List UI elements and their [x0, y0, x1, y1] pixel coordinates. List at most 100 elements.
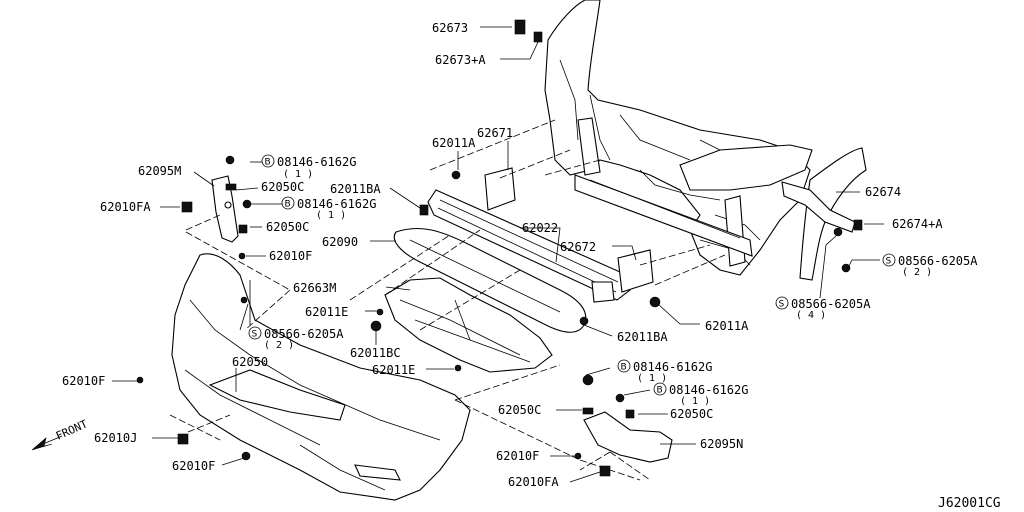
bolt-quantity: ( 1 ): [680, 396, 710, 407]
undercover-62663m: [384, 277, 553, 373]
clip-62673: [514, 19, 526, 35]
screw-quantity: ( 2 ): [264, 340, 294, 351]
screw-quantity: ( 2 ): [902, 267, 932, 278]
screw-callout-left: S 08566-6205A ( 2 ): [248, 326, 344, 351]
clip-62010fa-left: [181, 201, 193, 213]
callout-62674: 62674: [865, 185, 901, 199]
clip-62010f-left: [136, 376, 144, 384]
callout-62011bc: 62011BC: [350, 346, 401, 360]
bolt-badge-icon: [281, 196, 295, 210]
bolt-callout-mid-left: B 08146-6162G ( 1 ): [281, 196, 376, 221]
callout-62022: 62022: [522, 221, 558, 235]
callout-62050: 62050: [232, 355, 268, 369]
screw-badge-icon: [882, 253, 896, 267]
callout-62050c-top: 62050C: [261, 180, 304, 194]
bolt-part-number: 08146-6162G: [669, 383, 748, 397]
callout-62011ba-bot: 62011BA: [617, 330, 668, 344]
bolt-08146-bot2: [615, 393, 625, 403]
clip-62674a: [853, 219, 863, 231]
callout-62090: 62090: [322, 235, 358, 249]
radiator-core-support: [574, 117, 753, 267]
screw-08566-left: [240, 296, 248, 304]
bolt-62011e-bot: [454, 364, 462, 372]
bolt-quantity: ( 1 ): [283, 169, 313, 180]
screw-badge-letter: S: [779, 300, 785, 310]
screw-08566-right-bot: [833, 227, 843, 237]
bracket-right-62095n: [583, 411, 673, 463]
bolt-badge-icon: [653, 382, 667, 396]
screw-part-number: 08566-6205A: [898, 254, 978, 268]
bolt-badge-letter: B: [621, 363, 627, 373]
clip-62011ba-bot: [579, 316, 589, 326]
diagram-code: J62001CG: [938, 496, 1001, 511]
callout-62011ba-top: 62011BA: [330, 182, 381, 196]
front-arrow-icon: [31, 437, 53, 451]
screw-part-number: 08566-6205A: [791, 297, 871, 311]
callout-62011e-bot: 62011E: [372, 363, 415, 377]
bolt-quantity: ( 1 ): [637, 373, 667, 384]
bolt-callout-top-left: B 08146-6162G ( 1 ): [261, 154, 356, 180]
front-bumper-fascia: [171, 253, 471, 501]
bolt-badge-letter: B: [285, 200, 291, 210]
front-body-frame: [544, 0, 867, 281]
bumper-reinforcement-62022: [427, 167, 654, 303]
bolt-08146-mid: [242, 199, 252, 209]
callout-62050c-bot: 62050C: [498, 403, 541, 417]
clip-62673a: [533, 31, 543, 43]
screw-quantity: ( 4 ): [796, 310, 826, 321]
leader-lines: [112, 26, 884, 483]
callout-62010f-left: 62010F: [62, 374, 105, 388]
bolt-part-number: 08146-6162G: [633, 360, 712, 374]
bolt-quantity: ( 1 ): [316, 210, 346, 221]
clip-62010j: [177, 433, 189, 445]
screw-badge-icon: [775, 296, 789, 310]
callout-62011a-right: 62011A: [705, 319, 749, 333]
bolt-callout-bottom-1: B 08146-6162G ( 1 ): [617, 359, 712, 384]
clip-62010f-bot: [241, 451, 251, 461]
screw-badge-letter: S: [886, 257, 892, 267]
screw-badge-letter: S: [252, 330, 258, 340]
callout-62050c-bot2: 62050C: [670, 407, 713, 421]
screw-callout-right-top: S 08566-6205A ( 2 ): [882, 253, 978, 278]
callout-62095n: 62095N: [700, 437, 743, 451]
callout-62010f-top: 62010F: [269, 249, 312, 263]
callout-62672: 62672: [560, 240, 596, 254]
bolt-part-number: 08146-6162G: [297, 197, 376, 211]
callout-62011a-top: 62011A: [432, 136, 476, 150]
screw-08566-right-top: [841, 263, 851, 273]
clip-62050c-bot2: [625, 409, 635, 419]
clip-62010fa-bot: [599, 465, 611, 477]
screw-callout-right-bottom: S 08566-6205A ( 4 ): [775, 296, 871, 321]
bolt-62011a-right: [649, 296, 661, 308]
fasteners: [136, 19, 863, 477]
callout-62010j: 62010J: [94, 431, 137, 445]
bolt-62011a-top: [451, 170, 461, 180]
screw-callouts: S 08566-6205A ( 2 ) S 08566-6205A ( 2 ) …: [248, 253, 978, 351]
bolt-part-number: 08146-6162G: [277, 155, 356, 169]
callout-62050c-left2: 62050C: [266, 220, 309, 234]
clip-62050c-top: [225, 183, 237, 191]
callout-62010fa-bot: 62010FA: [508, 475, 559, 489]
callout-62011e-top: 62011E: [305, 305, 348, 319]
bolt-callout-bottom-2: B 08146-6162G ( 1 ): [653, 382, 748, 407]
part-callouts: 62673 62673+A 62011A 62671 62095M 62050C…: [62, 21, 943, 489]
callout-62671: 62671: [477, 126, 513, 140]
bolt-badge-letter: B: [265, 158, 271, 168]
bolt-badge-icon: [617, 359, 631, 373]
clip-62010f-top: [238, 252, 246, 260]
callout-62010f-bot2: 62010F: [172, 459, 215, 473]
callout-62663m: 62663M: [293, 281, 336, 295]
bolt-08146-top: [225, 155, 235, 165]
clip-62011ba-top: [419, 204, 429, 216]
clip-62050c-bot: [582, 407, 594, 415]
bolt-08146-bot1: [582, 374, 594, 386]
screw-badge-icon: [248, 326, 262, 340]
screw-part-number: 08566-6205A: [264, 327, 344, 341]
bolt-62011e-top: [376, 308, 384, 316]
bolt-62011bc: [370, 320, 382, 332]
fender-bracket-62674: [781, 181, 856, 233]
bolt-badge-letter: B: [657, 386, 663, 396]
bolt-callouts: B 08146-6162G ( 1 ) B 08146-6162G ( 1 ) …: [261, 154, 748, 407]
